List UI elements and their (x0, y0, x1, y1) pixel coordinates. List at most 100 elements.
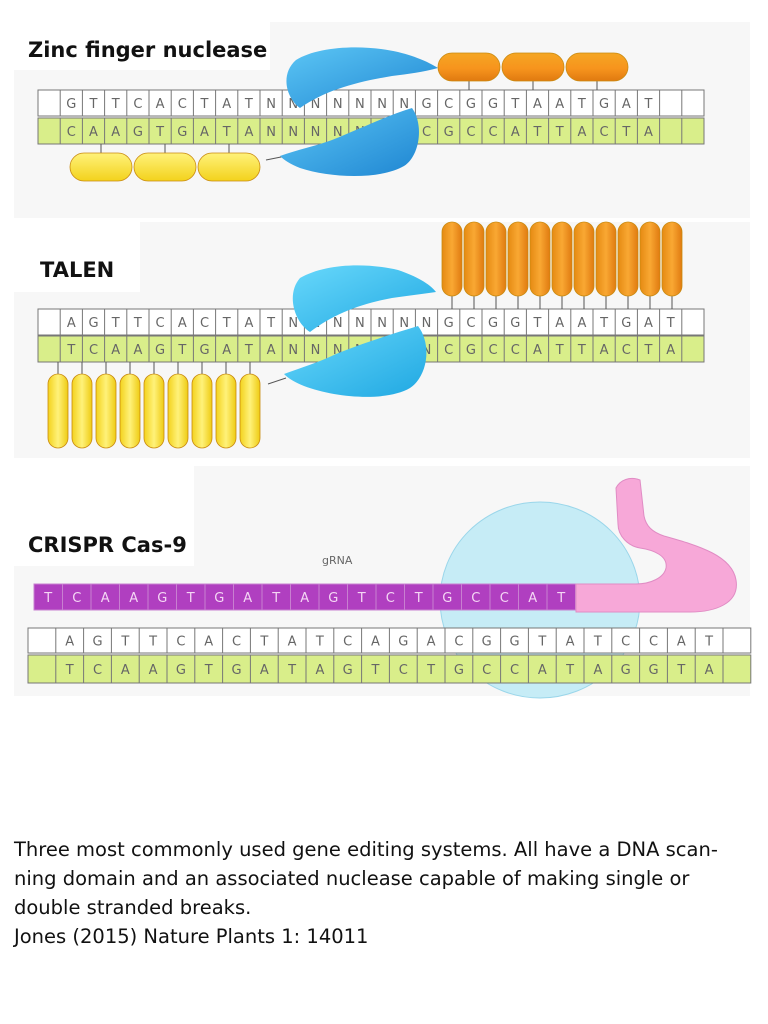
nucleotide-base: A (555, 97, 564, 112)
nucleotide-base: A (677, 635, 686, 650)
nucleotide-base: T (644, 343, 653, 358)
nucleotide-base: G (343, 663, 353, 678)
talen-nuclease-top (292, 265, 436, 332)
nucleotide-base: A (133, 343, 142, 358)
dna-binding-module (69, 152, 133, 182)
nucleotide-base: T (43, 591, 52, 606)
dna-binding-module (661, 221, 683, 297)
nucleotide-base: T (186, 591, 195, 606)
talen-nuclease-bottom (284, 326, 427, 397)
nucleotide-base: T (133, 316, 142, 331)
panel-title-talen: TALEN (40, 258, 114, 282)
nucleotide-base: T (120, 635, 129, 650)
nucleotide-base: T (644, 97, 653, 112)
caption-line: ning domain and an associated nuclease c… (14, 867, 690, 890)
dna-binding-module (71, 373, 93, 449)
nucleotide-base: C (232, 635, 241, 650)
nucleotide-base: G (454, 663, 464, 678)
nucleotide-base: G (621, 316, 631, 331)
dna-binding-module (573, 221, 595, 297)
nucleotide-base: N (333, 125, 343, 140)
nucleotide-base: T (577, 97, 586, 112)
nucleotide-base: A (427, 635, 436, 650)
nucleotide-base: A (555, 316, 564, 331)
caption-line: Three most commonly used gene editing sy… (14, 838, 718, 861)
nucleotide-base: N (377, 97, 387, 112)
nucleotide-base: G (88, 316, 98, 331)
dna-binding-module (617, 221, 639, 297)
nucleotide-base: A (622, 97, 631, 112)
nucleotide-base: G (133, 125, 143, 140)
nucleotide-base: A (67, 316, 76, 331)
nucleotide-base: T (244, 343, 253, 358)
nucleotide-base: A (65, 635, 74, 650)
nucleotide-base: A (243, 591, 252, 606)
zfn-top-zinc-fingers (437, 52, 629, 90)
nucleotide-base: A (315, 663, 324, 678)
nucleotide-base: A (267, 343, 276, 358)
dna-binding-module (441, 221, 463, 297)
nucleotide-base: N (288, 316, 298, 331)
nucleotide-base: N (266, 125, 276, 140)
nucleotide-base: G (482, 635, 492, 650)
nucleotide-base: G (199, 343, 209, 358)
nucleotide-base: A (666, 343, 675, 358)
nucleotide-base: C (72, 591, 81, 606)
nucleotide-base: A (593, 663, 602, 678)
nucleotide-base: T (111, 97, 120, 112)
nucleotide-base: T (315, 635, 324, 650)
nucleotide-base: N (355, 97, 365, 112)
nucleotide-base: C (343, 635, 352, 650)
nucleotide-base: A (204, 635, 213, 650)
linker (267, 377, 287, 385)
dna-binding-module (215, 373, 237, 449)
nucleotide-base: C (444, 343, 453, 358)
nucleotide-base: T (148, 635, 157, 650)
nucleotide-base: C (156, 316, 165, 331)
dna-binding-module (95, 373, 117, 449)
dna-binding-module (437, 52, 501, 82)
nucleotide-base: A (538, 663, 547, 678)
nucleotide-base: G (177, 125, 187, 140)
nucleotide-base: C (482, 663, 491, 678)
nucleotide-base: N (266, 97, 276, 112)
nucleotide-base: T (204, 663, 213, 678)
nucleotide-base: A (577, 125, 586, 140)
nucleotide-base: N (311, 343, 321, 358)
nucleotide-base: A (200, 125, 209, 140)
nucleotide-base: N (399, 316, 409, 331)
nucleotide-base: T (676, 663, 685, 678)
caption-citation: Jones (2015) Nature Plants 1: 14011 (14, 925, 369, 948)
nucleotide-base: C (454, 635, 463, 650)
nucleotide-base: G (444, 125, 454, 140)
nucleotide-base: T (111, 316, 120, 331)
nucleotide-base: T (155, 125, 164, 140)
dna-binding-module (507, 221, 529, 297)
dna-binding-module (133, 152, 197, 182)
nucleotide-base: G (214, 591, 224, 606)
nucleotide-base: N (288, 125, 298, 140)
nucleotide-base: N (311, 125, 321, 140)
nucleotide-base: N (355, 316, 365, 331)
nucleotide-base: G (509, 635, 519, 650)
title-backdrop (14, 22, 270, 70)
nucleotide-base: A (149, 663, 158, 678)
dna-binding-module (595, 221, 617, 297)
nucleotide-base: T (177, 343, 186, 358)
nucleotide-base: A (222, 343, 231, 358)
nucleotide-base: T (66, 343, 75, 358)
nucleotide-base: C (622, 343, 631, 358)
nucleotide-base: A (533, 343, 542, 358)
zfn-nuclease-top (286, 47, 438, 108)
nucleotide-base: C (93, 663, 102, 678)
nucleotide-base: A (577, 316, 586, 331)
nucleotide-base: G (488, 316, 498, 331)
nucleotide-base: N (288, 97, 298, 112)
nucleotide-base: T (244, 97, 253, 112)
nucleotide-base: C (178, 97, 187, 112)
nucleotide-base: C (489, 125, 498, 140)
nucleotide-base: C (471, 591, 480, 606)
